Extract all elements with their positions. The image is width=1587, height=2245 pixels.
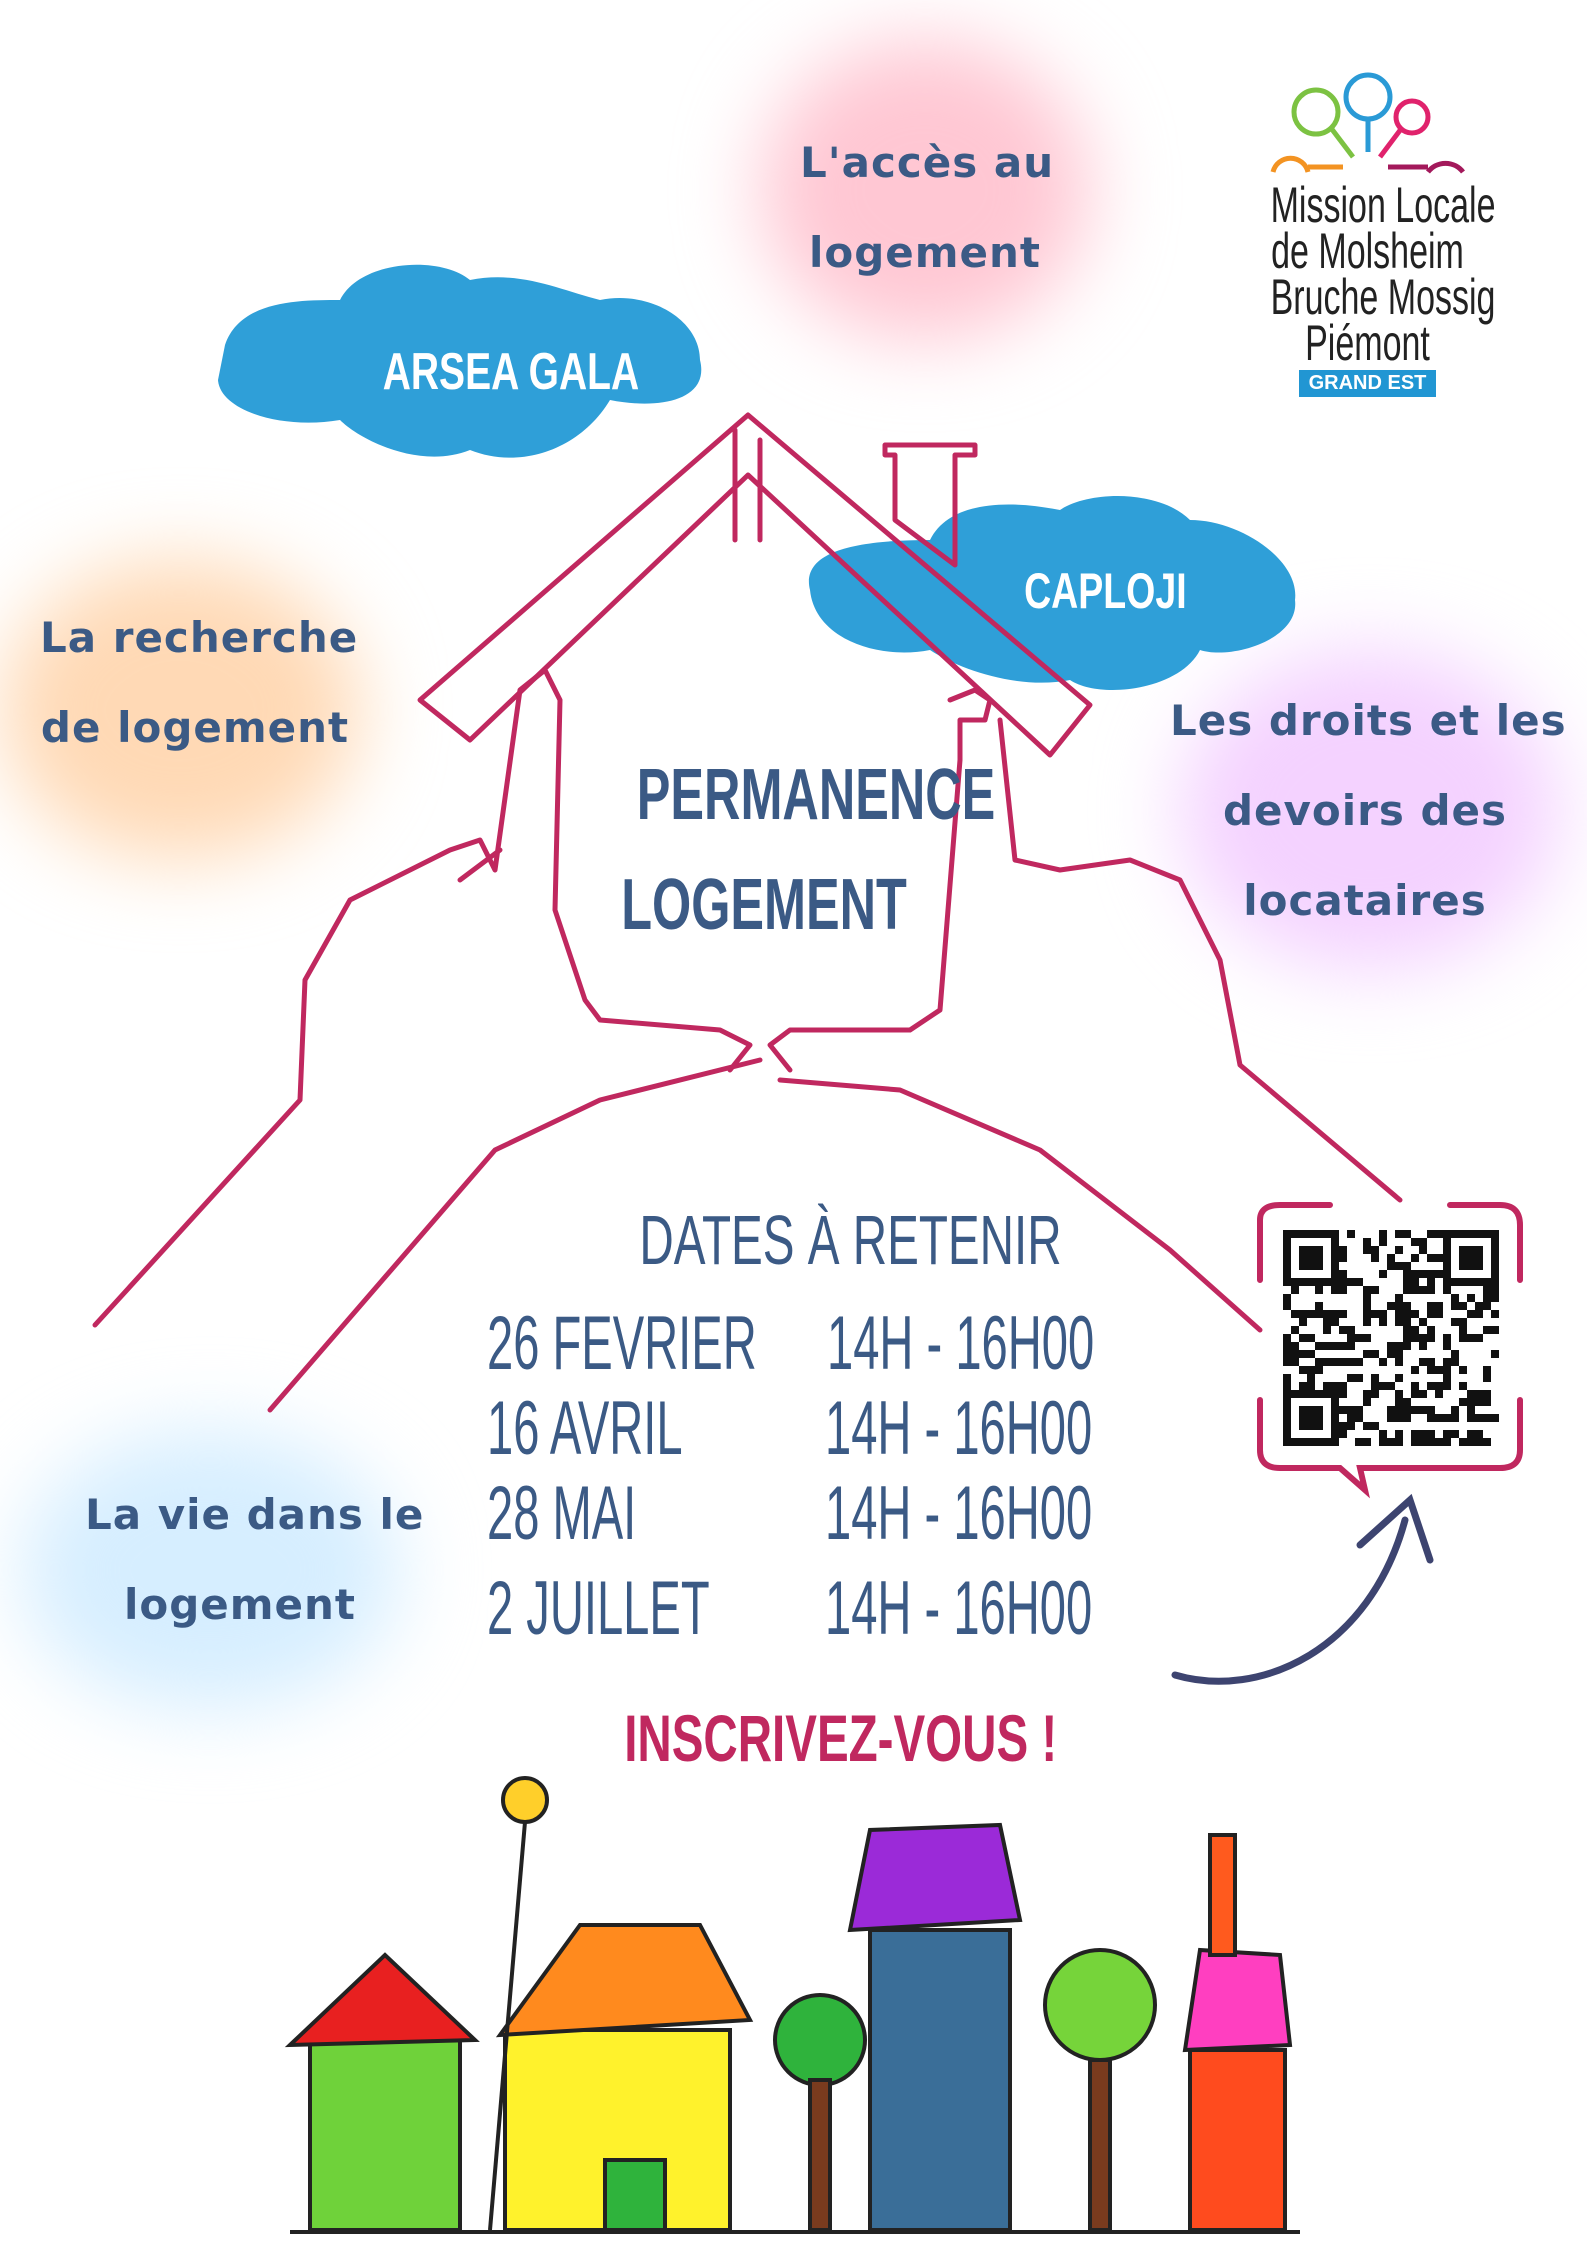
topic-recherche-line2: de logement — [40, 703, 350, 752]
qr-code[interactable] — [1283, 1230, 1499, 1446]
logo-line-2: de Molsheim — [1271, 223, 1464, 279]
logo-people-icon — [1270, 72, 1465, 174]
topic-acces-line1: L'accès au — [800, 138, 1055, 187]
logo-line-4: Piémont — [1305, 315, 1430, 371]
date: 26 FEVRIER — [487, 1301, 757, 1386]
dates-heading: DATES À RETENIR — [639, 1201, 1062, 1279]
left-hand — [92, 667, 763, 1413]
time: 14H - 16H00 — [825, 1386, 1093, 1471]
main-title: PERMANENCE LOGEMENT — [560, 740, 995, 960]
date: 2 JUILLET — [487, 1566, 710, 1651]
arrow-icon — [1171, 1493, 1434, 1685]
topic-droits-line2: devoirs des — [1222, 786, 1508, 835]
roof — [417, 412, 1093, 758]
time: 14H - 16H00 — [825, 1566, 1093, 1651]
time: 14H - 16H00 — [827, 1301, 1095, 1386]
topic-acces: L'accès au logement — [800, 118, 1055, 298]
title-line1: PERMANENCE — [636, 755, 996, 835]
qr-frame — [1257, 1202, 1523, 1499]
topic-droits-line1: Les droits et les — [1170, 696, 1567, 745]
date: 16 AVRIL — [487, 1386, 683, 1471]
pink-glow — [760, 40, 1090, 340]
topic-droits-line3: locataires — [1243, 876, 1487, 925]
right-hand — [767, 687, 1403, 1333]
topic-droits: Les droits et les devoirs des locataires — [1170, 676, 1567, 946]
grand-est-badge: GRAND EST — [1298, 370, 1437, 397]
topic-recherche: La recherche de logement — [40, 593, 359, 773]
cta-register: INSCRIVEZ-VOUS ! — [624, 1701, 1058, 1775]
date: 28 MAI — [487, 1471, 637, 1556]
logo-line-1: Mission Locale — [1270, 177, 1496, 233]
orange-glow — [0, 560, 360, 860]
time: 14H - 16H00 — [825, 1471, 1093, 1556]
violet-glow — [1180, 650, 1560, 970]
chimney — [882, 442, 978, 568]
mission-locale-logo: Mission Locale de Molsheim Bruche Mossig… — [1225, 72, 1510, 397]
lightblue-glow — [20, 1430, 400, 1710]
logo-line-3: Bruche Mossig — [1270, 269, 1496, 325]
partner-arsea-gala: ARSEA GALA — [382, 343, 640, 401]
partner-caploji: CAPLOJI — [1023, 563, 1187, 619]
topic-vie-line2: logement — [123, 1580, 357, 1629]
title-line2: LOGEMENT — [621, 865, 907, 945]
topic-acces-line2: logement — [808, 228, 1042, 277]
topic-vie: La vie dans le logement — [85, 1470, 425, 1650]
topic-recherche-line1: La recherche — [40, 613, 359, 662]
topic-vie-line1: La vie dans le — [85, 1490, 425, 1539]
houses-illustration — [284, 1776, 1300, 2234]
cloud-arsea — [218, 264, 702, 458]
